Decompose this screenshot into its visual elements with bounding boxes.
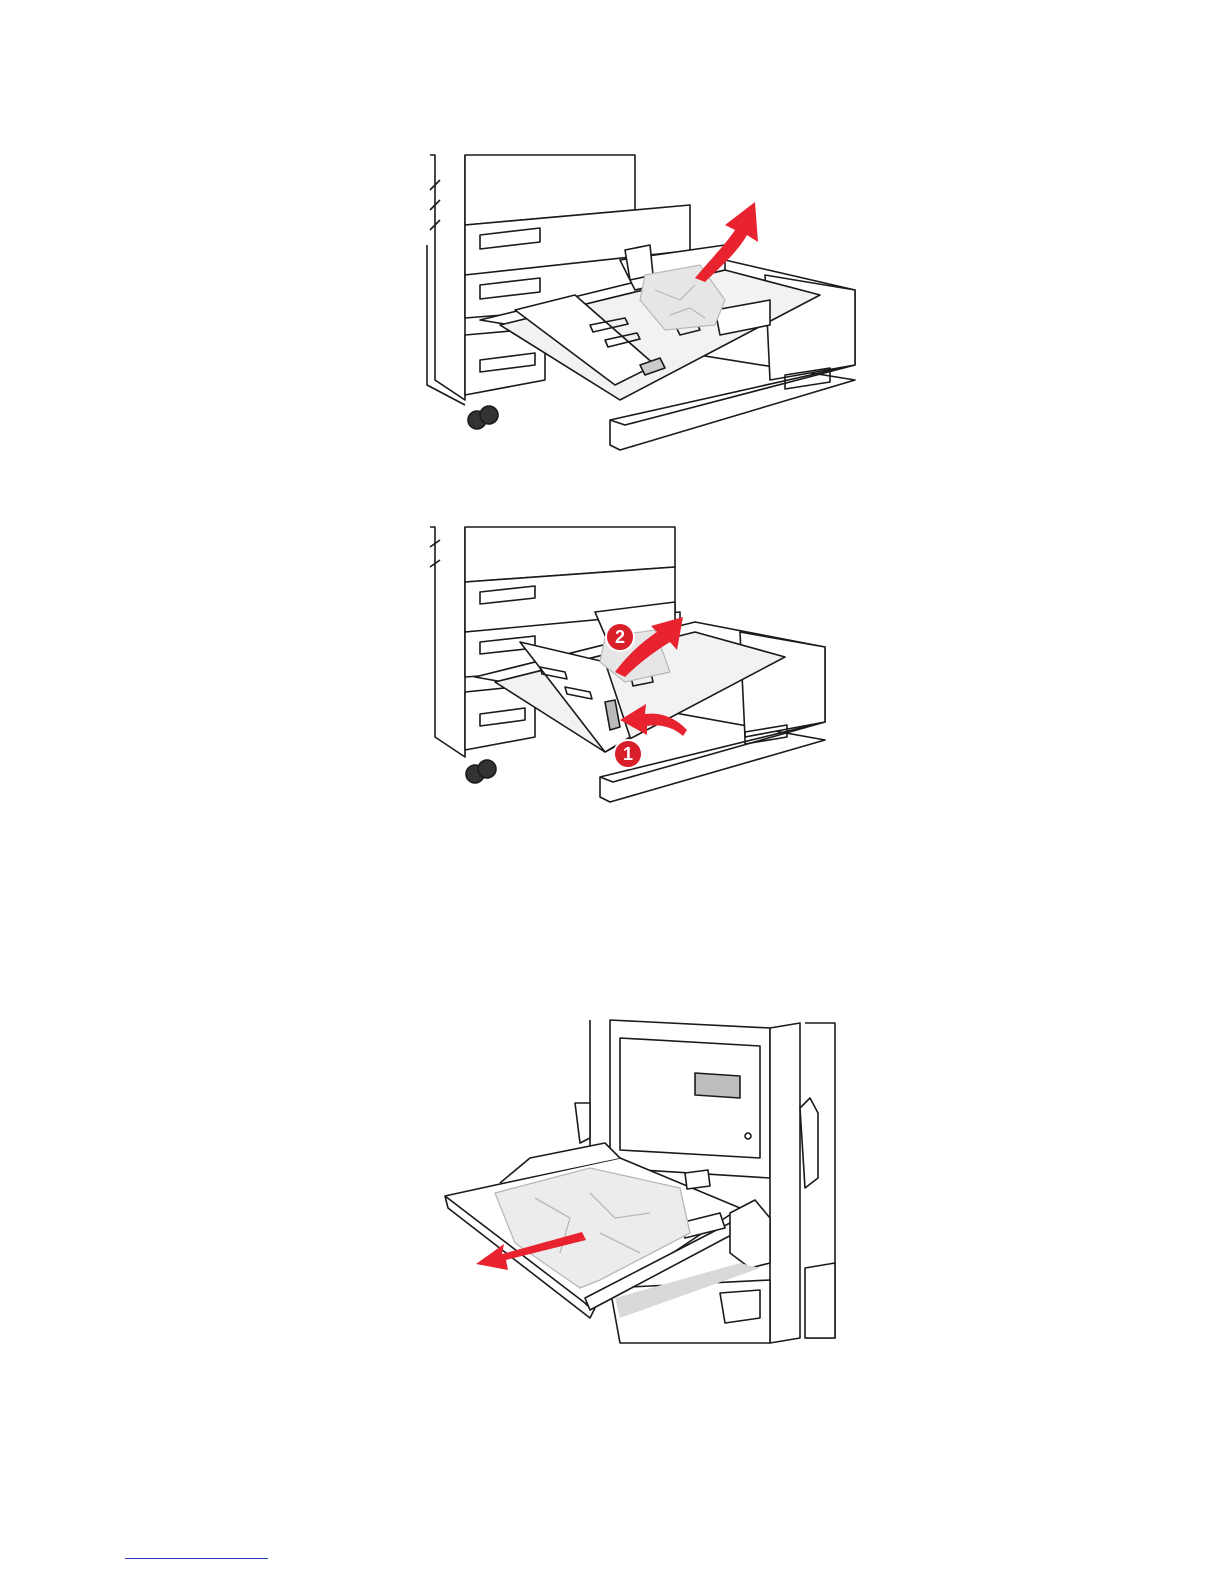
step-2-label: 2 bbox=[615, 627, 625, 647]
footer-link-underline[interactable] bbox=[125, 1558, 268, 1559]
tray-drawer-illustration bbox=[425, 150, 860, 455]
multipurpose-feeder-illustration bbox=[440, 1018, 840, 1346]
tray-guide-illustration: 2 1 bbox=[425, 522, 830, 807]
step-1-label: 1 bbox=[623, 744, 633, 764]
